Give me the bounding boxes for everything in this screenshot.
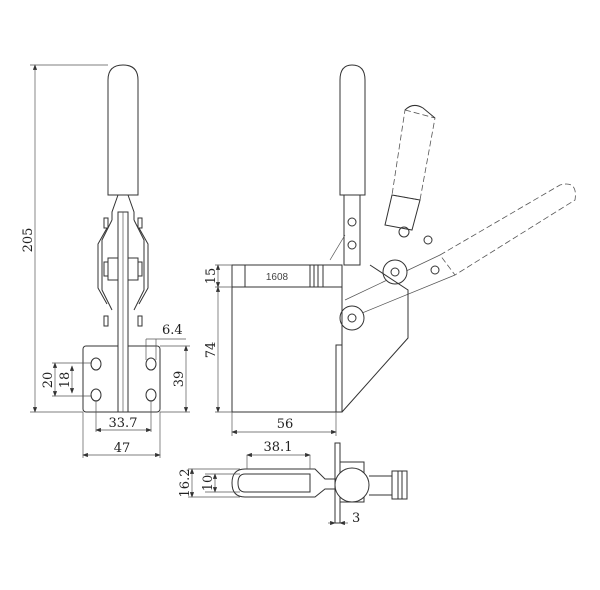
dim-body-height: 74 <box>204 342 219 359</box>
dim-slot-width: 6.4 <box>162 323 183 338</box>
side-handle-open-mid <box>391 109 436 201</box>
dim-plate-thickness: 3 <box>352 511 360 526</box>
dim-overall-height: 205 <box>21 228 36 253</box>
side-view: 1608 15 74 56 <box>204 64 576 436</box>
dim-slot-inner-width: 10 <box>201 475 216 492</box>
dim-base-width: 47 <box>114 441 131 456</box>
dim-base-height: 39 <box>172 371 187 388</box>
dim-hole-spacing-outer: 20 <box>41 372 56 389</box>
bottom-slotted-arm <box>231 468 336 498</box>
dim-slot-length: 38.1 <box>264 440 293 455</box>
dim-body-width: 56 <box>277 417 294 432</box>
dim-arm-width: 16.2 <box>178 469 193 498</box>
front-view: 205 6.4 39 20 18 33.7 47 <box>21 64 190 458</box>
bottom-view: 38.1 16.2 10 3 <box>178 440 408 526</box>
side-body <box>231 286 343 413</box>
part-number-label: 1608 <box>266 272 289 283</box>
dim-hole-center-distance: 33.7 <box>109 416 138 431</box>
side-handle-closed <box>339 64 366 196</box>
side-handle-open-far <box>439 183 576 276</box>
dim-hole-spacing-inner: 18 <box>58 372 73 389</box>
front-linkage <box>101 219 145 311</box>
front-handle-grip <box>107 64 139 196</box>
dim-top-band-height: 15 <box>204 268 219 285</box>
